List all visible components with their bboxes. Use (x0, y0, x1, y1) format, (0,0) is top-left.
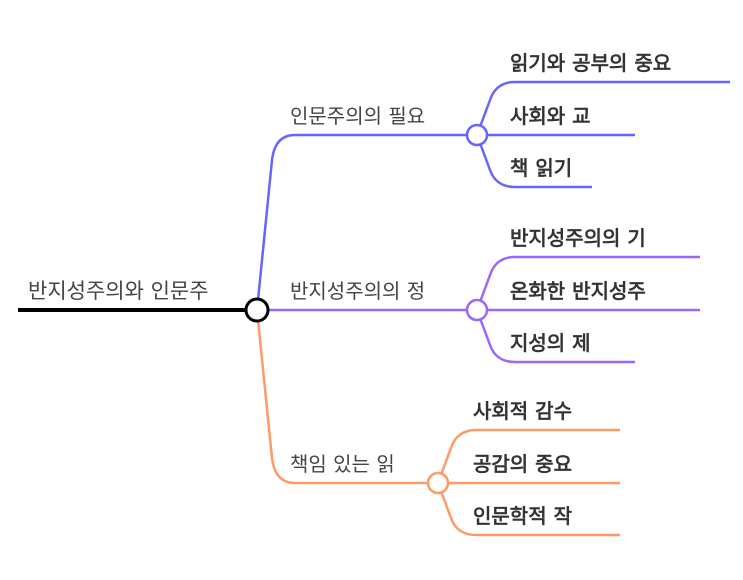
root-label[interactable]: 반지성주의와 인문주 (28, 279, 209, 303)
leaf-label[interactable]: 읽기와 공부의 중요 (510, 51, 672, 75)
leaf-label[interactable]: 인문학적 작 (473, 504, 572, 528)
branch-label[interactable]: 인문주의의 필요 (290, 104, 426, 128)
leaf-connector (436, 428, 620, 484)
leaf-label[interactable]: 공감의 중요 (473, 452, 572, 476)
branch-3-connector (255, 309, 438, 485)
branch-3-node[interactable] (426, 471, 450, 495)
leaf-label[interactable]: 지성의 제 (510, 331, 591, 355)
leaf-connector (475, 80, 730, 136)
branch-1-connector (255, 133, 477, 311)
leaf-label[interactable]: 책 읽기 (510, 156, 573, 180)
branch-2-node[interactable] (465, 298, 489, 322)
leaf-connector (436, 482, 620, 537)
branch-label[interactable]: 책임 있는 읽 (290, 452, 395, 476)
leaf-connector (475, 134, 592, 189)
root-node[interactable] (244, 297, 270, 323)
leaf-connector (475, 309, 635, 364)
leaf-label[interactable]: 사회적 감수 (473, 399, 572, 423)
branch-1-node[interactable] (465, 123, 489, 147)
leaf-connector (475, 255, 700, 311)
leaf-label[interactable]: 사회와 교 (510, 104, 591, 128)
leaf-label[interactable]: 온화한 반지성주 (510, 279, 646, 303)
branch-label[interactable]: 반지성주의의 정 (290, 279, 426, 303)
leaf-label[interactable]: 반지성주의의 기 (510, 226, 646, 250)
